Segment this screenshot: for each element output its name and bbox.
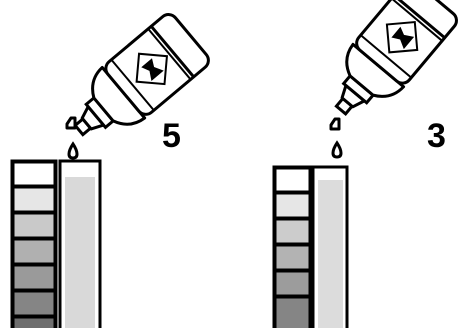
chart-swatch xyxy=(12,290,56,317)
falling-drop xyxy=(331,140,343,159)
chart-swatch xyxy=(12,186,56,213)
chart-swatch xyxy=(274,296,311,328)
sample-vial xyxy=(58,159,102,328)
color-chart xyxy=(272,165,313,328)
chart-swatch xyxy=(274,244,311,271)
hazard-symbol-icon xyxy=(385,20,419,54)
chart-swatch xyxy=(274,192,311,219)
chart-swatch xyxy=(274,218,311,245)
chart-swatch xyxy=(12,238,56,265)
drop-count-label: 5 xyxy=(162,117,181,155)
chart-swatch xyxy=(12,316,56,328)
vial-liquid xyxy=(318,180,343,328)
drop-count-label: 3 xyxy=(427,117,446,155)
chart-swatch xyxy=(274,270,311,297)
panel-left: 5 xyxy=(10,13,210,328)
falling-drop xyxy=(67,141,79,160)
chart-swatch xyxy=(12,212,56,239)
reagent-dropper-bottle-icon xyxy=(73,13,210,137)
color-chart xyxy=(10,159,58,328)
panel-right: 3 xyxy=(272,0,458,328)
vial-liquid xyxy=(65,177,95,328)
falling-drop xyxy=(65,116,77,130)
sample-vial xyxy=(311,165,349,328)
chart-swatch xyxy=(274,167,311,193)
reagent-dropper-bottle-icon xyxy=(334,0,458,116)
hazard-symbol-icon xyxy=(135,52,169,86)
chart-swatch xyxy=(12,264,56,291)
falling-drop xyxy=(329,117,341,131)
chart-swatch xyxy=(12,161,56,187)
